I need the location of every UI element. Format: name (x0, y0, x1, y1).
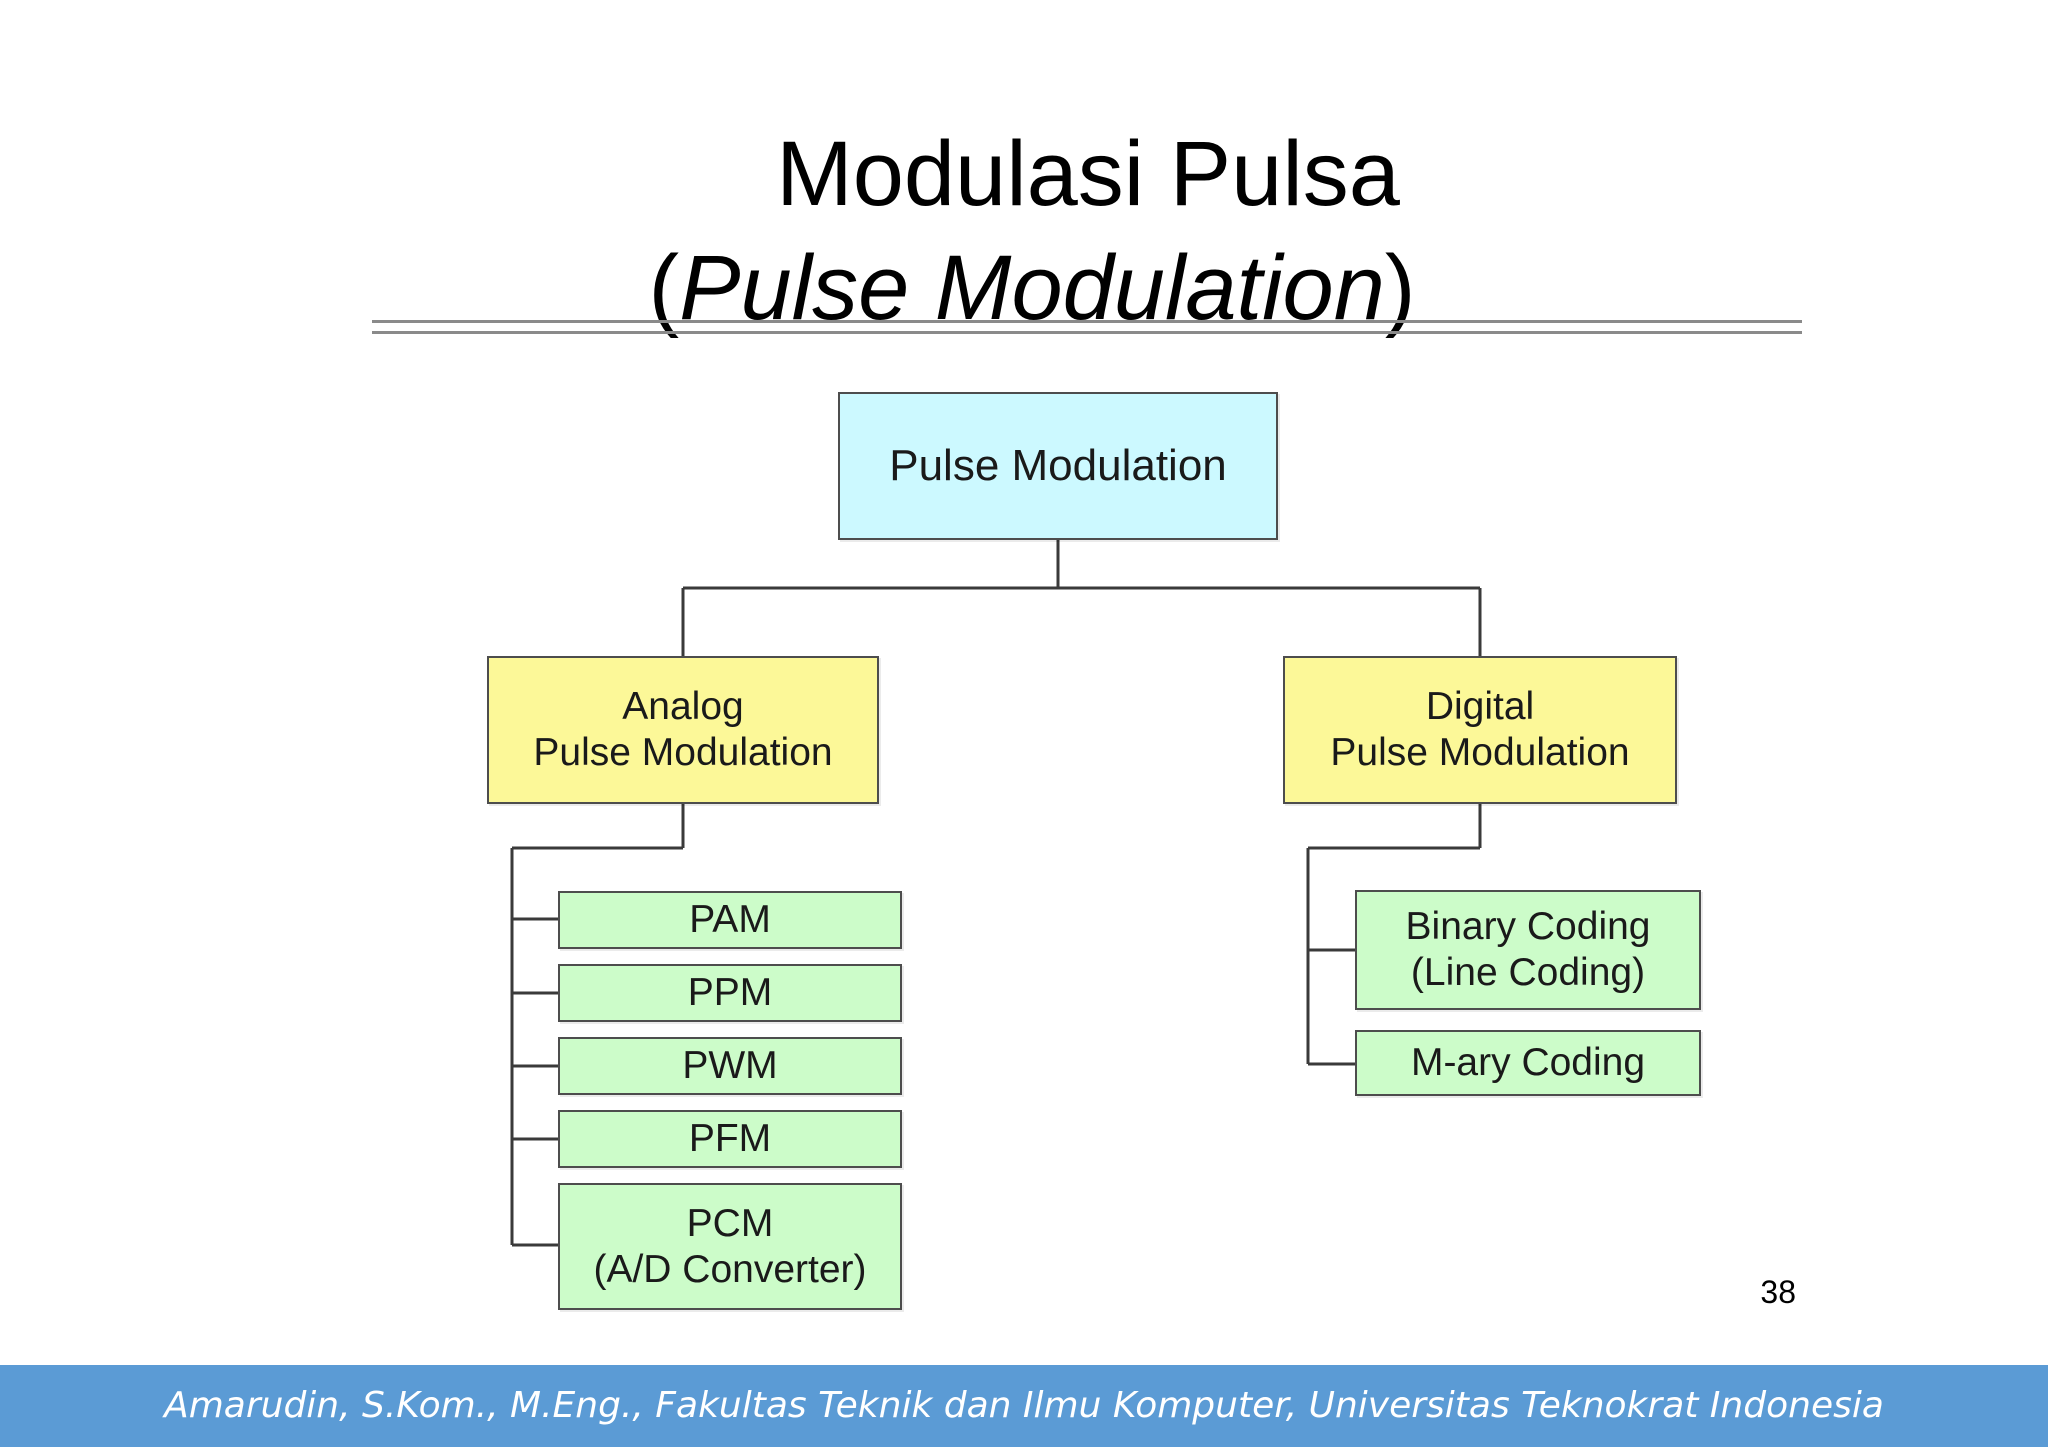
page-number: 38 (1760, 1274, 1796, 1310)
node-pfm: PFM (558, 1110, 902, 1168)
title-divider-top (372, 320, 1802, 323)
footer-bar: Amarudin, S.Kom., M.Eng., Fakultas Tekni… (0, 1365, 2048, 1447)
node-pwm: PWM (558, 1037, 902, 1095)
node-pcm: PCM (A/D Converter) (558, 1183, 902, 1310)
node-digital-pulse-modulation: Digital Pulse Modulation (1283, 656, 1677, 804)
slide-title: Modulasi Pulsa (776, 123, 1400, 225)
node-pulse-modulation: Pulse Modulation (838, 392, 1278, 540)
node-analog-pulse-modulation: Analog Pulse Modulation (487, 656, 879, 804)
footer-credit: Amarudin, S.Kom., M.Eng., Fakultas Tekni… (164, 1385, 1884, 1426)
node-pam: PAM (558, 891, 902, 949)
title-divider-bottom (372, 331, 1802, 334)
node-ppm: PPM (558, 964, 902, 1022)
node-mary-coding: M-ary Coding (1355, 1030, 1701, 1096)
node-binary-coding: Binary Coding (Line Coding) (1355, 890, 1701, 1010)
